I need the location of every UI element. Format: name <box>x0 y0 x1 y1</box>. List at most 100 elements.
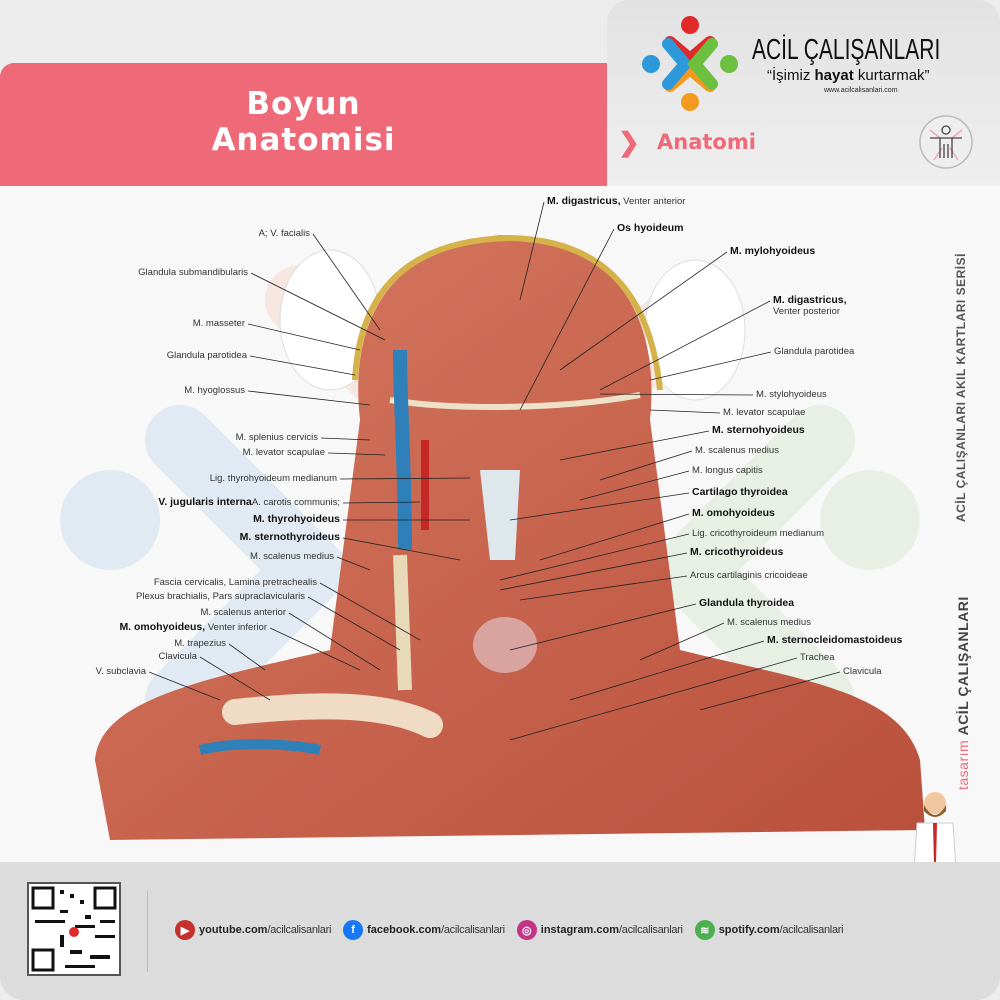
label-text: M. hyoglossus <box>184 385 245 396</box>
label-text: M. sternocleidomastoideus <box>767 634 903 646</box>
label-text: M. scalenus medius <box>250 551 334 562</box>
leader-line <box>559 430 710 461</box>
series-title: ACİL ÇALIŞANLARI AKIL KARTLARI SERİSİ <box>954 253 968 522</box>
anatomy-label: M. thyrohyoideus <box>253 514 340 525</box>
label-text: M. levator scapulae <box>723 407 806 418</box>
label-text: M. stylohyoideus <box>756 389 827 400</box>
anatomy-label: M. scalenus medius <box>727 617 811 628</box>
leader-line <box>327 452 386 456</box>
social-link-spotify[interactable]: ≋spotify.com/acilcalisanlari <box>694 920 844 940</box>
leader-lines <box>148 201 841 741</box>
anatomy-label: M. scalenus medius <box>695 445 779 456</box>
label-text: Venter anterior <box>620 196 686 207</box>
label-text: Glandula parotidea <box>774 346 855 357</box>
leader-line <box>579 470 690 501</box>
label-text: M. masseter <box>192 318 245 329</box>
anatomy-label: Clavicula <box>843 666 882 677</box>
slogan-text-end: kurtarmak” <box>853 67 930 84</box>
leader-line <box>249 355 356 376</box>
leader-line <box>599 450 693 481</box>
leader-line <box>312 233 381 331</box>
anatomy-label: M. scalenus medius <box>250 551 334 562</box>
social-link-instagram[interactable]: ◎instagram.com/acilcalisanlari <box>516 920 683 940</box>
category-label: Anatomi <box>657 130 756 154</box>
leader-line <box>247 323 361 351</box>
anatomy-label: A; V. facialis <box>259 228 310 239</box>
anatomy-label: M. digastricus, Venter anterior <box>547 196 686 208</box>
design-credit: tasarım ACİL ÇALIŞANLARI <box>955 596 971 790</box>
title-line-1: Boyun <box>246 86 361 122</box>
label-text: M. scalenus medius <box>695 445 779 456</box>
design-label: tasarım <box>955 739 971 790</box>
instagram-icon: ◎ <box>516 920 537 940</box>
leader-line <box>559 251 728 371</box>
anatomy-label: Fascia cervicalis, Lamina pretrachealis <box>154 577 317 588</box>
anatomy-label: M. trapezius <box>174 638 226 649</box>
anatomy-label: Glandula submandibularis <box>138 267 248 278</box>
leader-line <box>649 409 721 414</box>
neck-anatomy-illustration <box>60 201 925 840</box>
hyoid-bone <box>389 392 641 410</box>
label-text: M. omohyoideus <box>692 507 775 519</box>
anatomy-label: Cartilago thyroidea <box>692 487 788 498</box>
jugular-vein <box>393 349 412 551</box>
label-text: Clavicula <box>843 666 882 677</box>
leader-line <box>509 492 690 521</box>
anatomy-label: M. hyoglossus <box>184 385 245 396</box>
label-text: Glandula parotidea <box>166 350 247 361</box>
anatomy-label: Trachea <box>800 652 835 663</box>
social-domain: instagram.com <box>540 924 620 936</box>
anatomy-label: M. stylohyoideus <box>756 389 827 400</box>
footer <box>0 862 1000 1000</box>
social-domain: facebook.com <box>367 924 442 936</box>
label-text: M. mylohyoideus <box>730 245 816 257</box>
anatomy-label: M. sternocleidomastoideus <box>767 635 902 646</box>
label-text: Fascia cervicalis, Lamina pretrachealis <box>153 577 317 588</box>
social-domain: youtube.com <box>199 924 268 936</box>
label-text: M. scalenus medius <box>727 617 811 628</box>
spotify-icon: ≋ <box>694 920 715 940</box>
anatomy-label: Os hyoideum <box>617 223 684 234</box>
label-text: Trachea <box>800 652 835 663</box>
leader-line <box>519 201 545 301</box>
label-text: Clavicula <box>158 651 197 662</box>
anatomy-label: M. levator scapulae <box>243 447 325 458</box>
human-body-icon <box>919 115 973 169</box>
leader-line <box>639 622 725 661</box>
anatomy-label: V. jugularis internaA. carotis communis; <box>158 497 340 509</box>
label-text: Glandula submandibularis <box>138 267 248 278</box>
slogan-bold: hayat <box>814 67 854 84</box>
label-text: Plexus brachialis, Pars supraclaviculari… <box>136 591 305 602</box>
anatomy-label: M. levator scapulae <box>723 407 805 418</box>
website-url: www.acilcalisanlari.com <box>824 87 898 94</box>
social-handle: /acilcalisanlari <box>267 924 332 936</box>
footer-divider <box>147 890 148 972</box>
slogan-text: “İşimiz <box>767 67 815 84</box>
brand-name: ACİL ÇALIŞANLARI <box>752 34 941 66</box>
social-link-youtube[interactable]: ▶youtube.com/acilcalisanlari <box>175 920 331 940</box>
label-text: M. longus capitis <box>692 465 763 476</box>
trachea-fascia <box>393 554 412 691</box>
leader-line <box>569 640 765 701</box>
leader-line <box>519 575 688 601</box>
anatomy-label: M. omohyoideus <box>692 508 775 519</box>
label-text: Glandula thyroidea <box>699 597 795 609</box>
label-text: M. omohyoideus, <box>119 621 206 633</box>
leader-line <box>148 671 221 701</box>
leader-line <box>519 228 615 411</box>
anatomy-label: Lig. thyrohyoideum medianum <box>210 473 337 484</box>
label-text: M. splenius cervicis <box>235 432 318 443</box>
label-text: Lig. cricothyroideum medianum <box>692 528 825 539</box>
qr-code[interactable] <box>25 880 123 978</box>
leader-line <box>269 627 361 671</box>
leader-line <box>509 603 697 651</box>
leader-line <box>250 272 386 341</box>
leader-line <box>307 596 401 651</box>
title-banner <box>0 63 607 186</box>
social-domain: spotify.com <box>718 924 780 936</box>
design-brand: ACİL ÇALIŞANLARI <box>955 596 971 736</box>
leader-line <box>336 556 371 571</box>
anatomy-label: Glandula thyroidea <box>699 598 794 609</box>
